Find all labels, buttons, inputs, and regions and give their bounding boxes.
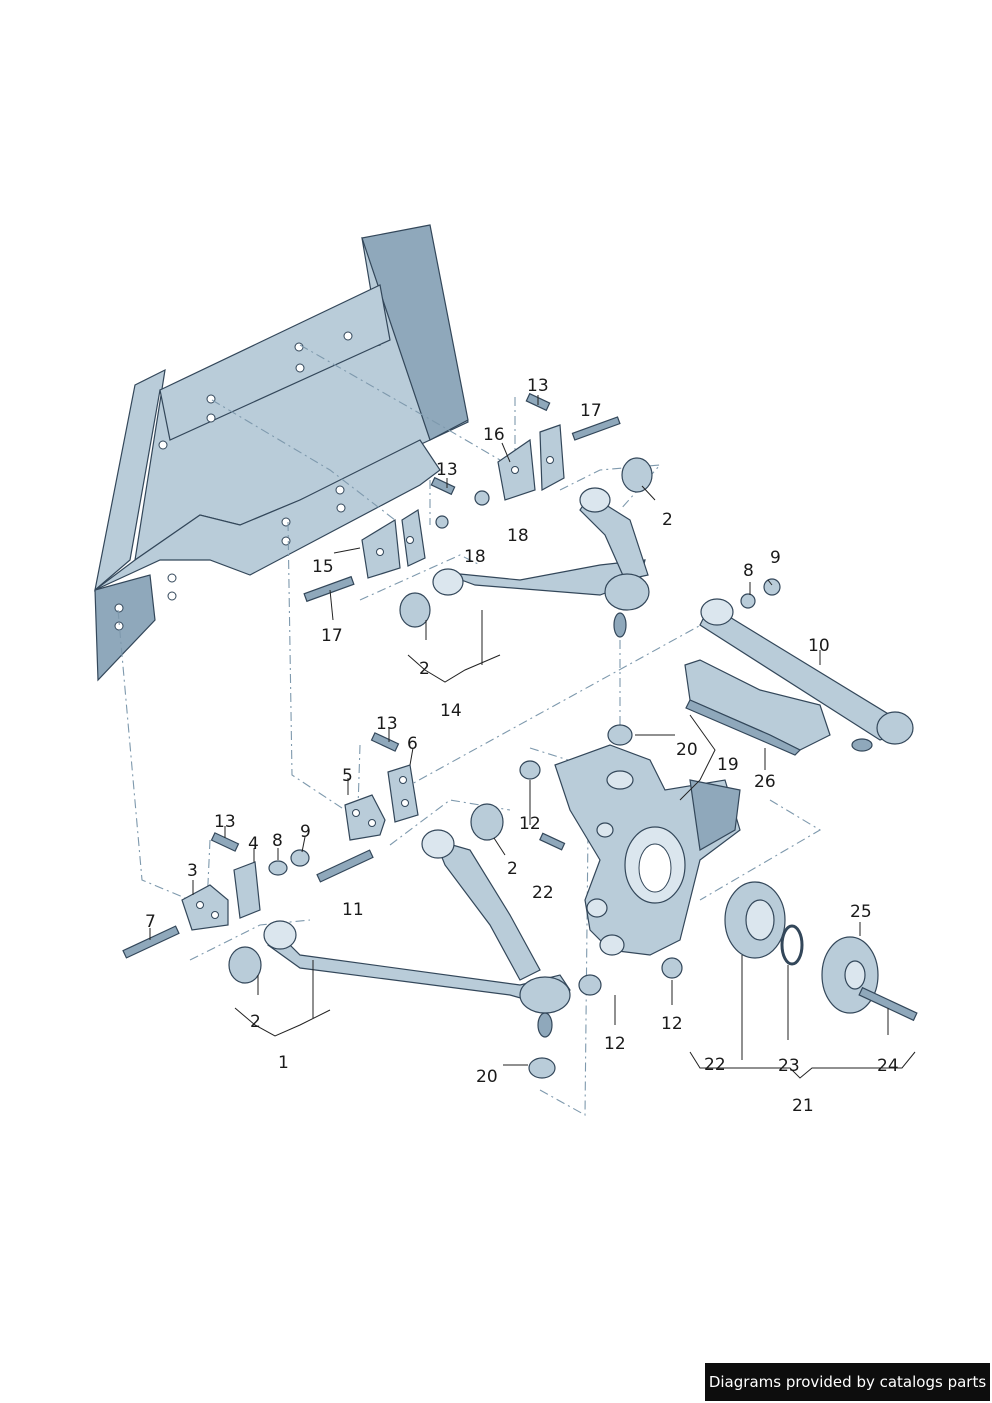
callout-19: 19 — [717, 755, 739, 775]
callout-13-b: 13 — [436, 460, 458, 480]
callout-labels: 13 17 16 13 2 18 15 18 9 8 17 10 2 14 13… — [145, 376, 899, 1116]
callout-12-c: 12 — [604, 1034, 626, 1054]
callout-2-d: 2 — [250, 1012, 261, 1032]
callout-17-b: 17 — [321, 626, 343, 646]
callout-17-a: 17 — [580, 401, 602, 421]
callout-12-b: 12 — [661, 1014, 683, 1034]
lower-bracket-group — [122, 732, 419, 959]
callout-5: 5 — [342, 766, 353, 786]
callout-14: 14 — [440, 701, 462, 721]
wheel-bearing-housing — [519, 724, 741, 996]
callout-8-b: 8 — [272, 831, 283, 851]
callout-21: 21 — [792, 1096, 814, 1116]
callout-7: 7 — [145, 912, 156, 932]
callout-18-a: 18 — [507, 526, 529, 546]
callout-20-a: 20 — [676, 740, 698, 760]
lower-control-arm — [228, 803, 571, 1079]
wheel-hub-assembly — [724, 881, 918, 1022]
callout-1: 1 — [278, 1053, 289, 1073]
callout-12-a: 12 — [519, 814, 541, 834]
callout-2-a: 2 — [662, 510, 673, 530]
callout-2-c: 2 — [507, 859, 518, 879]
callout-8-a: 8 — [743, 561, 754, 581]
callout-13-d: 13 — [214, 812, 236, 832]
callout-25: 25 — [850, 902, 872, 922]
watermark-banner: Diagrams provided by catalogs parts — [705, 1363, 990, 1401]
upper-control-arm — [399, 457, 653, 638]
callout-22-b: 22 — [704, 1055, 726, 1075]
subframe — [94, 224, 469, 682]
callout-22-a: 22 — [532, 883, 554, 903]
callout-15: 15 — [312, 557, 334, 577]
callout-11: 11 — [342, 900, 364, 920]
callout-20-b: 20 — [476, 1067, 498, 1087]
callout-3: 3 — [187, 861, 198, 881]
callout-13-a: 13 — [527, 376, 549, 396]
callout-24: 24 — [877, 1056, 899, 1076]
callout-6: 6 — [407, 734, 418, 754]
callout-18-b: 18 — [464, 547, 486, 567]
callout-9-a: 9 — [770, 548, 781, 568]
cover-26 — [684, 659, 831, 756]
callout-leaders — [149, 395, 916, 1079]
callout-10: 10 — [808, 636, 830, 656]
callout-9-b: 9 — [300, 822, 311, 842]
callout-26: 26 — [754, 772, 776, 792]
callout-16: 16 — [483, 425, 505, 445]
track-rod — [699, 578, 914, 752]
callout-4: 4 — [248, 834, 259, 854]
callout-23: 23 — [778, 1056, 800, 1076]
callout-13-c: 13 — [376, 714, 398, 734]
callout-2-b: 2 — [419, 659, 430, 679]
